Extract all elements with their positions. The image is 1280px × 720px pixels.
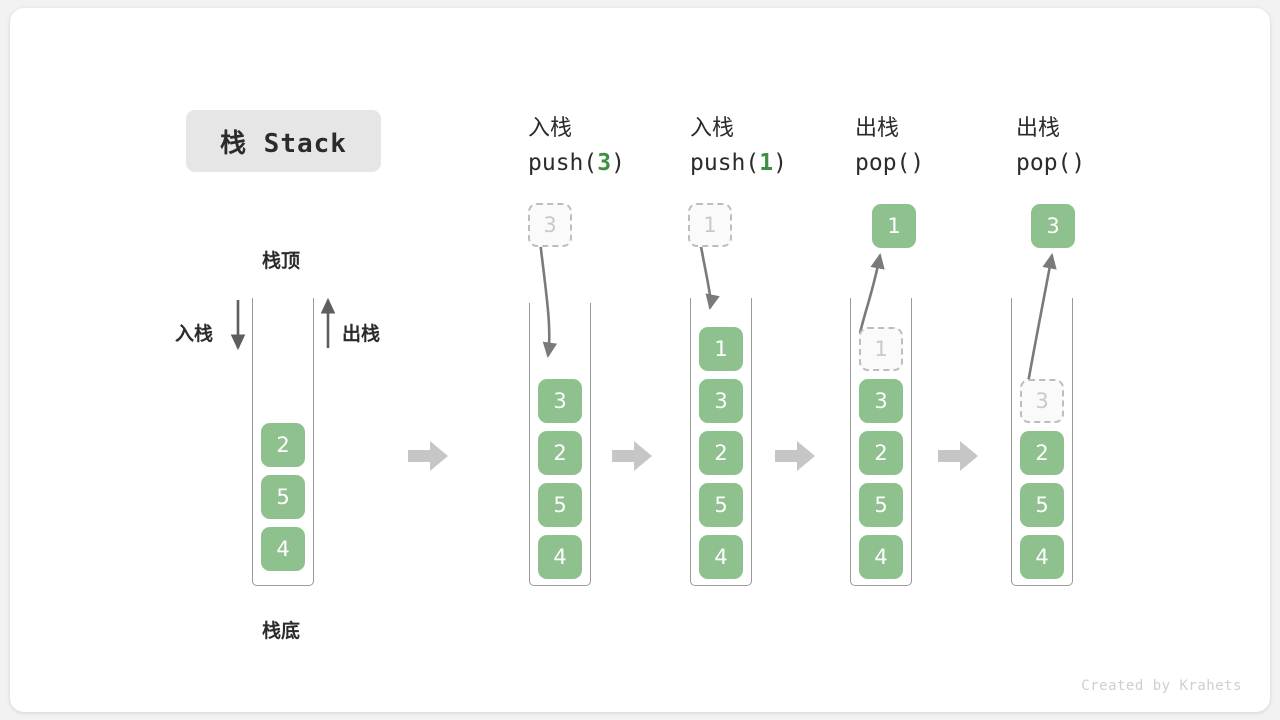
stack-tube-push-1 — [690, 298, 752, 586]
code-arg: 1 — [759, 150, 774, 176]
column-header-code: pop() — [1016, 146, 1216, 180]
stack-cell: 5 — [538, 483, 582, 527]
popped-cell: 1 — [872, 204, 916, 248]
page-title: 栈 Stack — [186, 110, 381, 172]
code-suffix: ) — [1071, 150, 1086, 176]
step-arrow-icon — [612, 439, 652, 473]
stack-tube-pop-1 — [850, 298, 912, 586]
stack-tube-pop-3 — [1011, 298, 1073, 586]
stack-cell: 2 — [699, 431, 743, 475]
stack-cell: 4 — [699, 535, 743, 579]
stack-cell: 5 — [859, 483, 903, 527]
stack-cell: 4 — [1020, 535, 1064, 579]
stack-bottom-label: 栈底 — [262, 620, 301, 642]
code-prefix: pop( — [1016, 150, 1072, 176]
column-header-push-3: 入栈 push(3) — [528, 112, 728, 180]
pop-legend-label: 出栈 — [342, 323, 381, 345]
column-header-pop-1: 出栈 pop() — [855, 112, 1055, 180]
code-arg: 3 — [597, 150, 612, 176]
stack-cell: 4 — [859, 535, 903, 579]
stack-cell: 3 — [538, 379, 582, 423]
floating-ghost-cell: 3 — [528, 203, 572, 247]
stack-cell: 3 — [699, 379, 743, 423]
stack-cell: 3 — [859, 379, 903, 423]
stack-cell: 2 — [261, 423, 305, 467]
code-prefix: push( — [528, 150, 598, 176]
code-suffix: ) — [773, 150, 787, 176]
credit-footer: Created by Krahets — [1081, 678, 1242, 694]
step-arrow-icon — [408, 439, 448, 473]
stack-cell: 2 — [1020, 431, 1064, 475]
step-arrow-icon — [938, 439, 978, 473]
stack-cell: 2 — [538, 431, 582, 475]
stack-tube-initial — [252, 298, 314, 586]
column-header-pop-3: 出栈 pop() — [1016, 112, 1216, 180]
code-prefix: push( — [690, 150, 760, 176]
stack-cell: 5 — [261, 475, 305, 519]
ghost-slot-cell: 3 — [1020, 379, 1064, 423]
code-prefix: pop( — [855, 150, 911, 176]
column-header-cn: 出栈 — [855, 116, 900, 141]
stack-cell: 4 — [261, 527, 305, 571]
column-header-code: push(3) — [528, 146, 728, 180]
stack-cell: 1 — [699, 327, 743, 371]
ghost-slot-cell: 1 — [859, 327, 903, 371]
stack-top-label: 栈顶 — [262, 250, 301, 272]
code-suffix: ) — [910, 150, 925, 176]
push-legend-label: 入栈 — [175, 323, 214, 345]
column-header-cn: 入栈 — [528, 116, 573, 141]
floating-ghost-cell: 1 — [688, 203, 732, 247]
popped-cell: 3 — [1031, 204, 1075, 248]
stack-tube-push-3 — [529, 303, 591, 586]
stack-cell: 5 — [699, 483, 743, 527]
column-header-code: pop() — [855, 146, 1055, 180]
stack-cell: 5 — [1020, 483, 1064, 527]
stack-cell: 4 — [538, 535, 582, 579]
column-header-push-1: 入栈 push(1) — [690, 112, 890, 180]
column-header-cn: 入栈 — [690, 116, 735, 141]
column-header-cn: 出栈 — [1016, 116, 1061, 141]
diagram-card: 栈 Stack 栈顶 入栈 出栈 栈底 2 5 4 — [10, 8, 1270, 712]
code-suffix: ) — [611, 150, 625, 176]
step-arrow-icon — [775, 439, 815, 473]
column-header-code: push(1) — [690, 146, 890, 180]
stack-cell: 2 — [859, 431, 903, 475]
